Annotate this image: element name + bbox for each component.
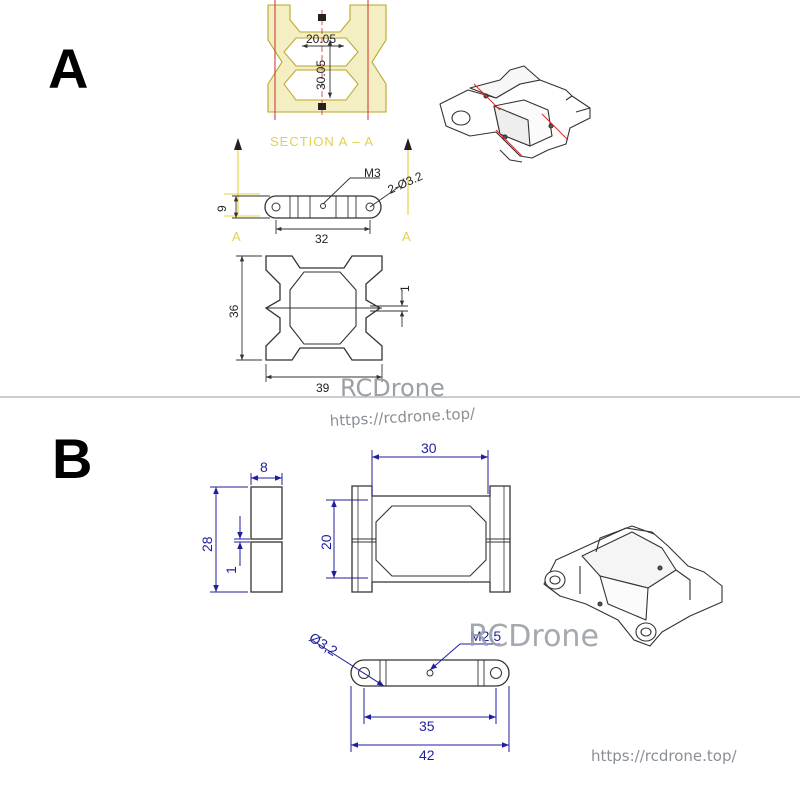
- side-thread-label: M3: [364, 166, 381, 180]
- side-b-thickness-label: 8: [260, 459, 268, 475]
- isometric-a: [439, 65, 591, 163]
- top-width-label: 39: [316, 381, 330, 395]
- isometric-b: [543, 525, 723, 647]
- watermark-brand-b: RCDrone: [468, 619, 599, 654]
- section-view: 20.05 30.05 SECTION A – A: [267, 0, 387, 149]
- top-b-width-label: 30: [421, 440, 437, 456]
- cut-mark-right: A: [402, 229, 412, 244]
- side-b-gap-label: 1: [223, 566, 239, 574]
- side-length-label: 32: [315, 232, 329, 246]
- section-inner-height: 30.05: [314, 60, 328, 90]
- top-view-a: 1 36 39: [227, 255, 412, 395]
- bottom-view-b: Ø3,2 M2.5 35 42: [306, 628, 510, 763]
- top-gap-label: 1: [398, 285, 412, 292]
- section-label: SECTION A – A: [270, 134, 374, 149]
- bottom-b-overall-length-label: 42: [419, 747, 435, 763]
- watermark-brand-a: RCDrone: [340, 374, 445, 402]
- top-b-height-label: 20: [318, 534, 334, 550]
- bottom-b-thread-label: M2.5: [470, 628, 501, 644]
- side-height-label: 9: [215, 205, 229, 212]
- top-view-b: 30 20: [318, 440, 511, 593]
- bottom-b-inner-length-label: 35: [419, 718, 435, 734]
- panel-letter-a: A: [48, 37, 88, 100]
- top-height-label: 36: [227, 304, 241, 318]
- cut-mark-left: A: [232, 229, 242, 244]
- section-inner-width: 20.05: [306, 32, 336, 46]
- watermark-url-b: https://rcdrone.top/: [591, 747, 737, 765]
- side-view-a: A A M3 2-Ø3.2 9 32: [215, 138, 425, 246]
- side-view-b: 8 28 1: [199, 459, 283, 593]
- side-holes-label: 2-Ø3.2: [386, 169, 426, 197]
- side-b-height-label: 28: [199, 536, 215, 552]
- watermark-url-a: https://rcdrone.top/: [329, 404, 476, 430]
- panel-letter-b: B: [52, 427, 92, 490]
